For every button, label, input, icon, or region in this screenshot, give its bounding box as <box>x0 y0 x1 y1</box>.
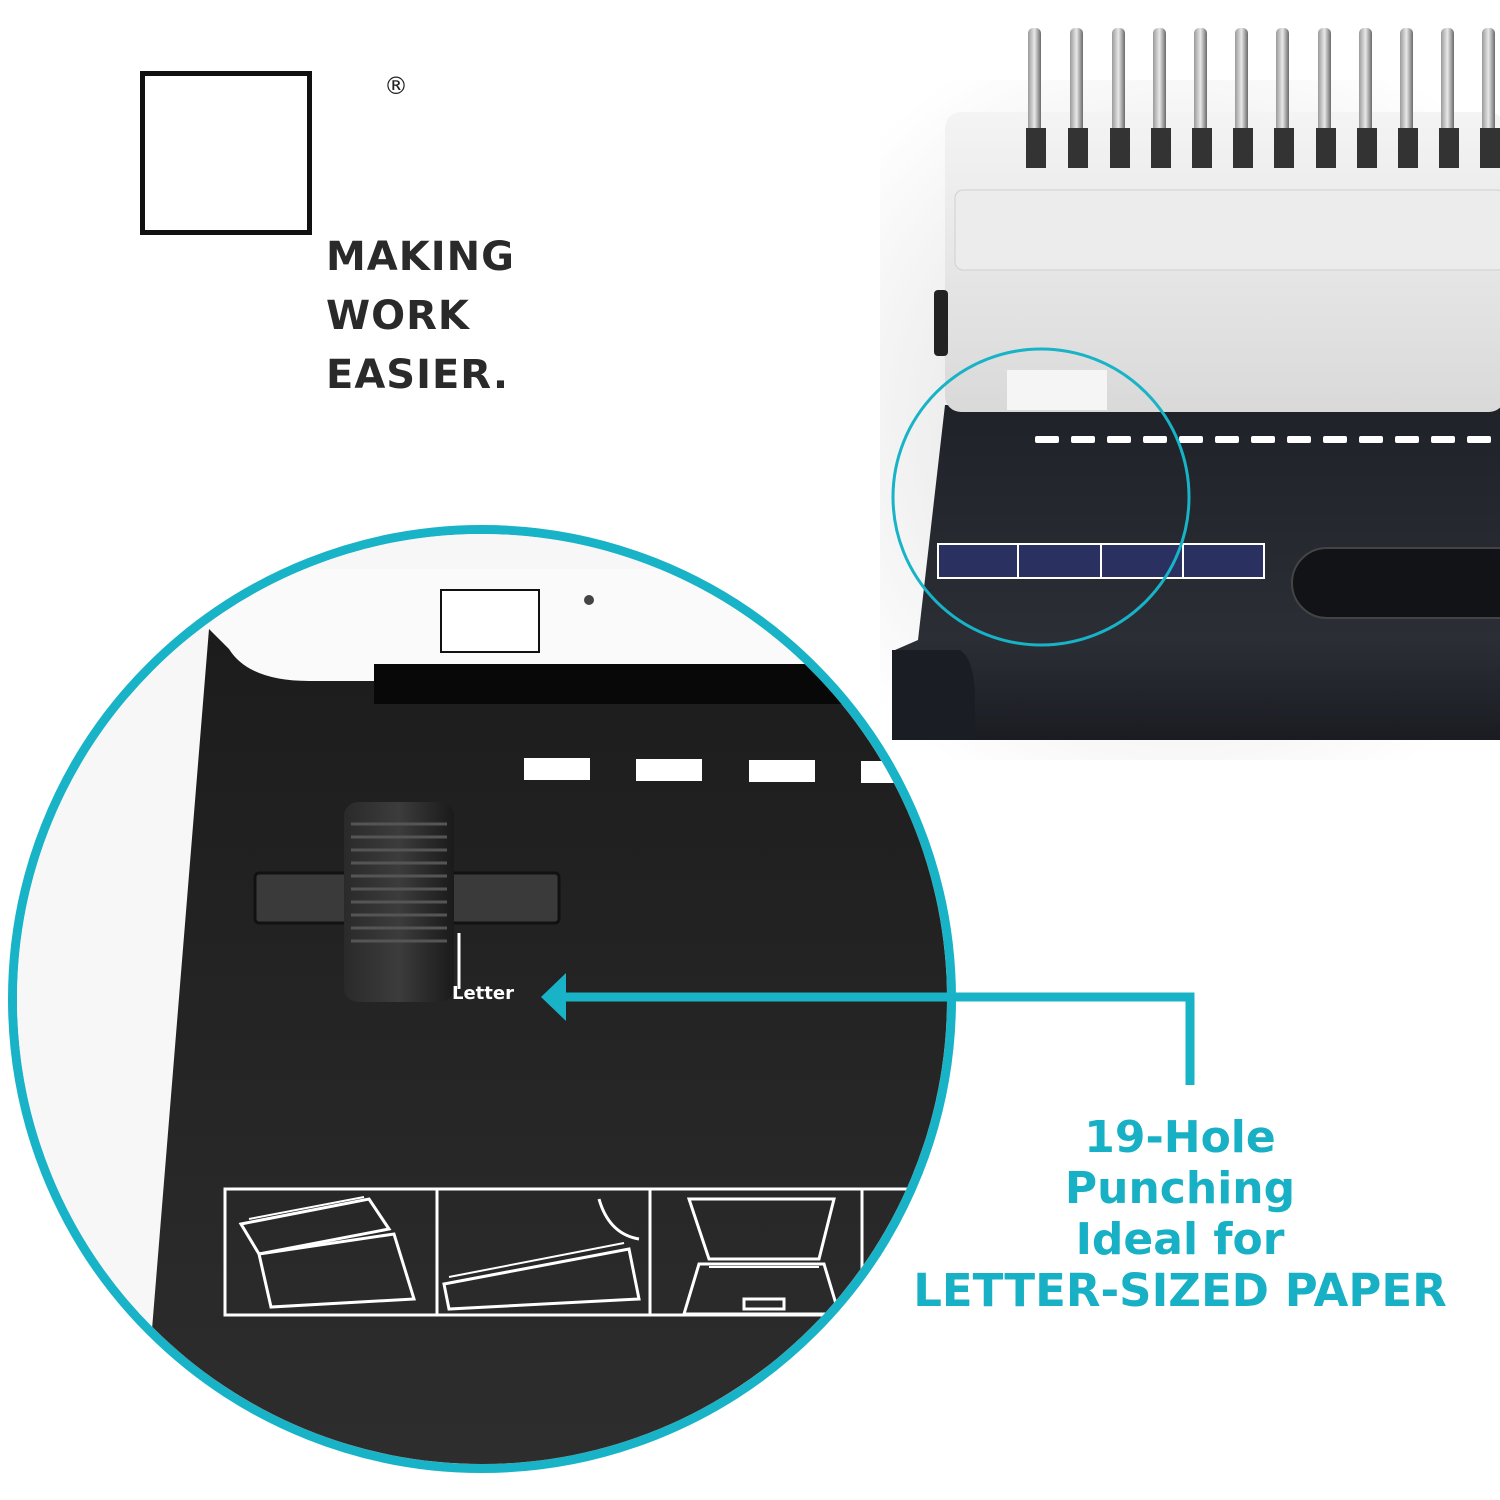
feature-callout: 19-Hole Punching Ideal for LETTER-SIZED … <box>880 1112 1480 1316</box>
callout-line-2: Punching <box>1064 1163 1296 1214</box>
tagline-line-3: EASIER. <box>326 352 510 398</box>
tagline-line-2: WORK <box>326 293 470 339</box>
brand-tagline: MAKING WORK EASIER. <box>326 228 515 405</box>
callout-line-4: LETTER-SIZED PAPER <box>913 1264 1447 1317</box>
brand-logo-placeholder <box>140 71 312 235</box>
callout-line-3: Ideal for <box>1075 1214 1285 1265</box>
detail-magnifier-circle <box>8 525 956 1473</box>
letter-guide-label: Letter <box>452 983 514 1004</box>
callout-line-1: 19-Hole <box>1084 1112 1276 1163</box>
tagline-line-1: MAKING <box>326 234 515 280</box>
registered-trademark-mark: ® <box>384 72 408 100</box>
binding-machine-photo <box>880 28 1500 760</box>
